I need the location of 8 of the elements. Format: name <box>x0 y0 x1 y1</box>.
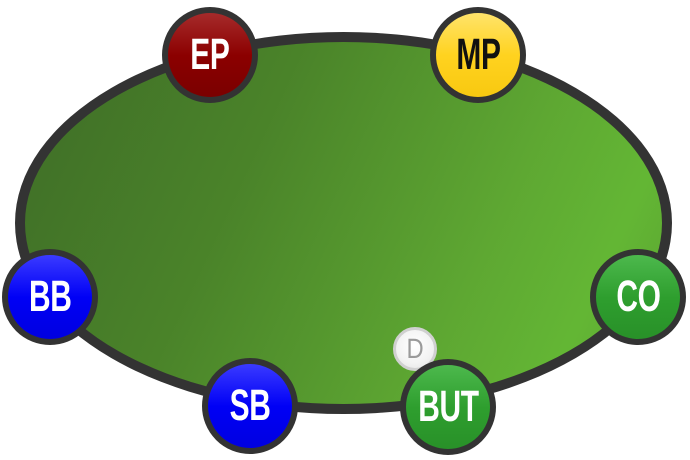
seat-label: BB <box>28 275 72 319</box>
seat-label: BUT <box>418 385 478 429</box>
seat-label: EP <box>190 33 230 77</box>
seat-label: SB <box>230 384 270 428</box>
dealer-button <box>393 327 437 371</box>
seat-label: CO <box>616 275 660 319</box>
dealer-letter: D <box>406 335 424 363</box>
seat-label: MP <box>456 33 500 77</box>
